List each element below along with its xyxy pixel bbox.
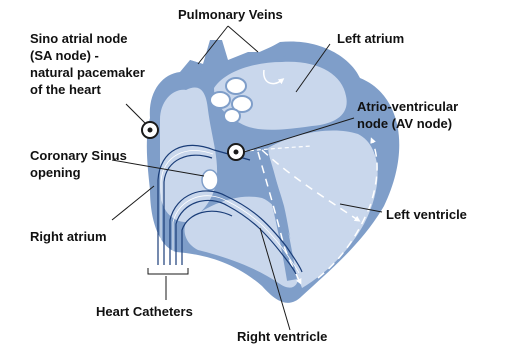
coronary-sinus-line-1: Coronary Sinus xyxy=(30,147,127,164)
label-coronary-sinus: Coronary Sinus opening xyxy=(30,147,127,181)
label-heart-catheters: Heart Catheters xyxy=(96,303,193,320)
sa-node-line-2: (SA node) - xyxy=(30,47,145,64)
vein-opening-4 xyxy=(224,109,240,123)
sa-node-line-3: natural pacemaker xyxy=(30,64,145,81)
vein-opening-1 xyxy=(226,78,246,94)
sa-node-line-4: of the heart xyxy=(30,81,145,98)
label-pulmonary-veins: Pulmonary Veins xyxy=(178,6,283,23)
catheter-bracket xyxy=(148,268,188,274)
vein-opening-2 xyxy=(210,92,230,108)
label-right-ventricle: Right ventricle xyxy=(237,328,327,345)
av-node-line-2: node (AV node) xyxy=(357,115,458,132)
sa-node-dot xyxy=(148,128,153,133)
label-av-node: Atrio-ventricular node (AV node) xyxy=(357,98,458,132)
coronary-sinus-opening xyxy=(202,170,218,190)
sa-node-line-1: Sino atrial node xyxy=(30,30,145,47)
coronary-sinus-line-2: opening xyxy=(30,164,127,181)
label-right-atrium: Right atrium xyxy=(30,228,107,245)
label-left-ventricle: Left ventricle xyxy=(386,206,467,223)
label-left-atrium: Left atrium xyxy=(337,30,404,47)
av-node-dot xyxy=(234,150,239,155)
av-node-line-1: Atrio-ventricular xyxy=(357,98,458,115)
label-sa-node: Sino atrial node (SA node) - natural pac… xyxy=(30,30,145,98)
